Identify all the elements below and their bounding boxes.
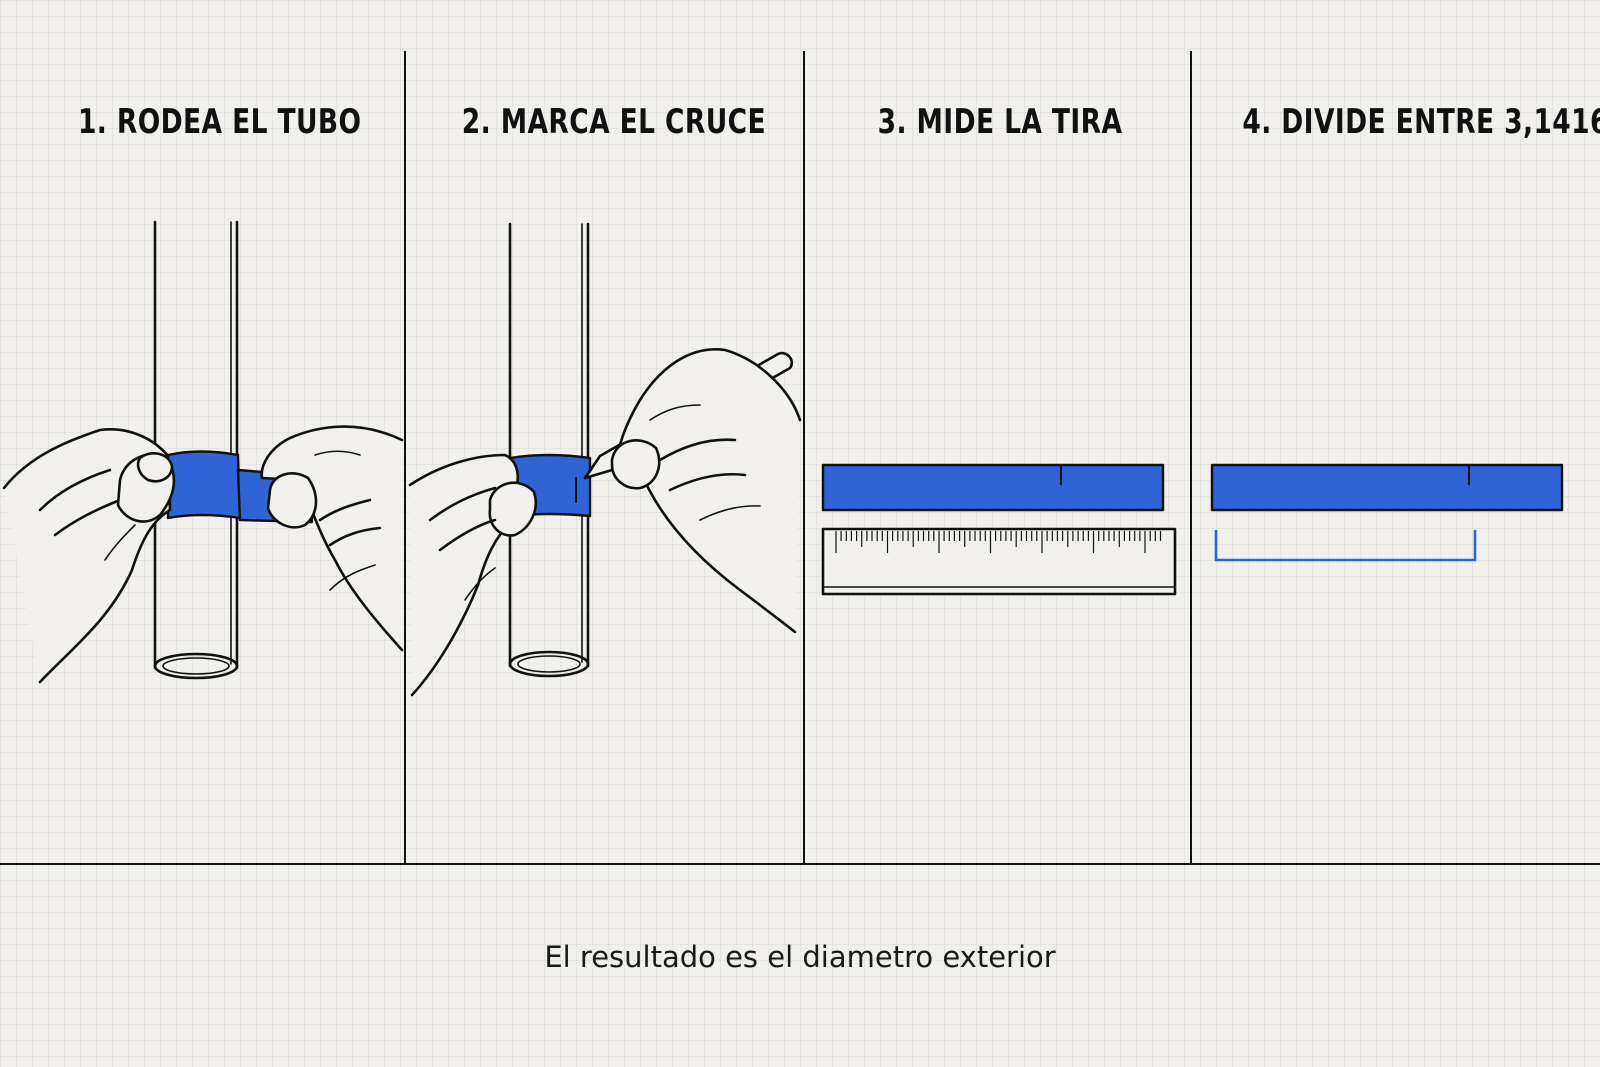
tape-strip-3-icon [821, 463, 1165, 512]
ruler-ticks [835, 531, 1162, 553]
step-4-title: 4. DIVIDE ENTRE 3,1416 [1242, 102, 1600, 142]
tape-strip-4-icon [1210, 463, 1564, 512]
step-3-title: 3. MIDE LA TIRA [877, 102, 1123, 142]
result-caption: El resultado es el diametro exterior [544, 940, 1056, 974]
pipe-2-illustration [508, 222, 590, 678]
panel-divider-1 [404, 51, 406, 863]
panel-divider-2 [803, 51, 805, 863]
pipe-1-illustration [153, 220, 239, 680]
left-hand-1-icon [2, 428, 176, 684]
diameter-bracket-icon [1214, 530, 1477, 562]
ruler-icon [821, 527, 1177, 596]
panel-baseline [0, 863, 1600, 865]
right-hand-1-icon [260, 425, 404, 652]
step-1-title: 1. RODEA EL TUBO [77, 102, 362, 142]
left-hand-2-icon [408, 453, 537, 697]
right-hand-2-icon [610, 348, 802, 634]
panel-divider-3 [1190, 51, 1192, 863]
step-2-title: 2. MARCA EL CRUCE [461, 102, 766, 142]
